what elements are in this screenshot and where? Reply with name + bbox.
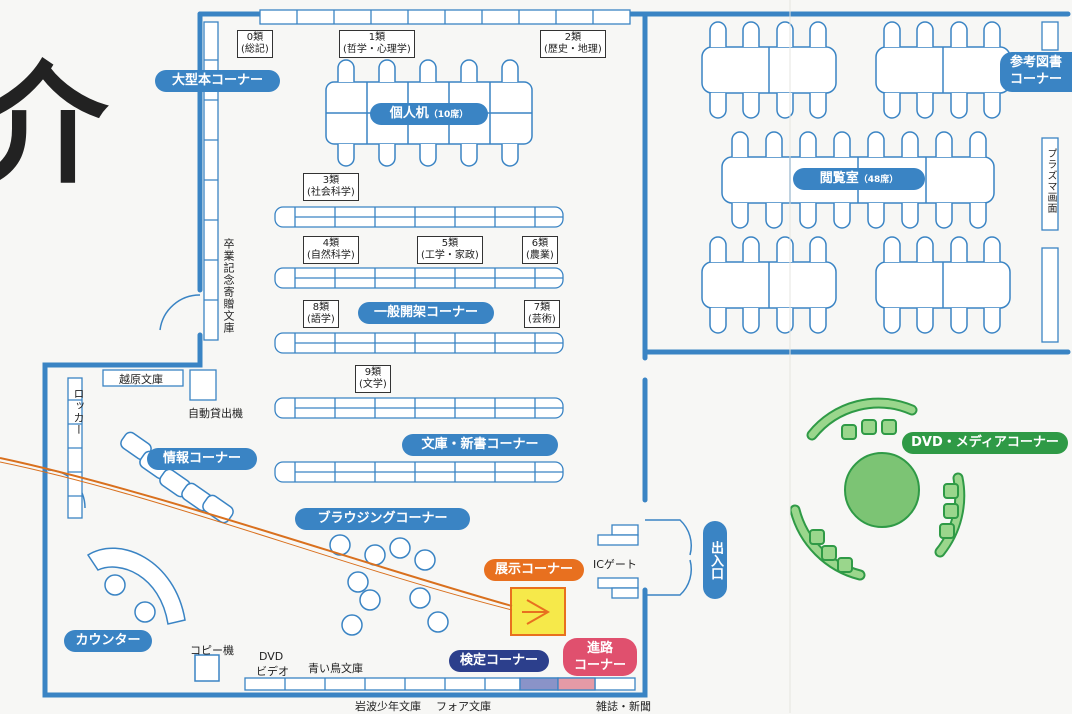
walls	[42, 11, 1071, 698]
desk-corner-label: 個人机（10席）	[370, 103, 488, 125]
class-4-tag: 4類(自然科学)	[303, 236, 359, 264]
info-corner-label: 情報コーナー	[147, 448, 257, 470]
dvd-media-corner-label: DVD・メディアコーナー	[902, 432, 1068, 454]
ic-gate	[597, 524, 639, 599]
class-7-tag: 7類(芸術)	[524, 300, 560, 328]
auto-lending-label: 自動貸出機	[188, 407, 243, 420]
reference-line-2: コーナー	[1010, 72, 1063, 87]
video-label: ビデオ	[256, 665, 289, 678]
general-corner-label: 一般開架コーナー	[358, 302, 494, 324]
class-3-num: 3類	[322, 175, 340, 186]
search-corner-label: 検定コーナー	[449, 650, 549, 672]
right-shelves	[1041, 21, 1059, 343]
browsing-tables	[329, 534, 449, 636]
class-0-tag: 0類(総記)	[237, 30, 273, 58]
counter-desk	[86, 547, 220, 682]
left-room-furniture	[67, 369, 217, 519]
class-2-tag: 2類(歴史・地理)	[540, 30, 606, 58]
class-8-name: (語学)	[307, 314, 335, 325]
info-desks	[120, 431, 234, 524]
class-3-tag: 3類(社会科学)	[303, 173, 359, 201]
entrance-label: 出入口	[703, 521, 727, 599]
career-corner-label: 進路 コーナー	[563, 638, 637, 676]
top-shelf	[259, 9, 631, 25]
arrow-line	[0, 457, 513, 607]
class-7-name: (芸術)	[528, 314, 556, 325]
class-1-tag: 1類(哲学・心理学)	[339, 30, 415, 58]
arrow-line-2	[0, 461, 513, 611]
class-6-num: 6類	[531, 238, 549, 249]
plasma-screen-label: プラズマ画面	[1045, 148, 1056, 214]
fore-label: フォア文庫	[436, 700, 491, 713]
bunko-corner-label: 文庫・新書コーナー	[402, 434, 558, 456]
graduation-donation-label: 卒業記念寄贈文庫	[222, 238, 235, 334]
class-2-name: (歴史・地理)	[544, 44, 602, 55]
reference-corner-label: 参考図書 コーナー	[1000, 52, 1072, 92]
desk-corner-text: 個人机	[389, 106, 429, 121]
iwanami-label: 岩波少年文庫	[355, 700, 421, 713]
media-corner	[789, 397, 966, 581]
class-7-num: 7類	[533, 302, 551, 313]
exhibit-box	[510, 587, 566, 636]
heading-fragment: 介	[0, 48, 109, 201]
copier-label: コピー機	[190, 644, 234, 657]
aoitori-label: 青い鳥文庫	[308, 662, 363, 675]
class-9-num: 9類	[364, 367, 382, 378]
desk-seats: （10席）	[428, 110, 469, 120]
locker-label: ロッカー	[72, 388, 85, 436]
class-1-name: (哲学・心理学)	[343, 44, 411, 55]
class-6-tag: 6類(農業)	[522, 236, 558, 264]
exhibit-corner-label: 展示コーナー	[484, 559, 584, 581]
class-2-num: 2類	[564, 32, 582, 43]
oversize-corner-label: 大型本コーナー	[155, 70, 280, 92]
browsing-corner-label: ブラウジングコーナー	[295, 508, 470, 530]
class-1-num: 1類	[368, 32, 386, 43]
career-line-2: コーナー	[573, 658, 626, 673]
reading-room-seats: （48席）	[858, 175, 899, 185]
bottom-shelf	[244, 677, 636, 691]
career-line-1: 進路	[586, 641, 613, 656]
dvd-label: DVD	[259, 650, 284, 663]
class-9-tag: 9類(文学)	[355, 365, 391, 393]
class-0-num: 0類	[246, 32, 264, 43]
class-6-name: (農業)	[526, 250, 554, 261]
class-3-name: (社会科学)	[307, 187, 355, 198]
class-0-name: (総記)	[241, 44, 269, 55]
class-8-num: 8類	[312, 302, 330, 313]
class-5-num: 5類	[441, 238, 459, 249]
oversize-shelf	[203, 21, 219, 341]
reading-room-label: 閲覧室（48席）	[793, 168, 925, 190]
counter-label: カウンター	[64, 630, 152, 652]
class-5-name: (工学・家政)	[421, 250, 479, 261]
ic-gate-label: ICゲート	[593, 558, 637, 571]
magazine-label: 雑誌・新聞	[596, 700, 651, 713]
koshihara-label: 越原文庫	[119, 373, 163, 386]
class-9-name: (文学)	[359, 379, 387, 390]
class-4-name: (自然科学)	[307, 250, 355, 261]
shelf-rows	[274, 206, 564, 483]
class-5-tag: 5類(工学・家政)	[417, 236, 483, 264]
reading-room-text: 閲覧室	[819, 171, 859, 186]
doors	[47, 294, 693, 596]
class-4-num: 4類	[322, 238, 340, 249]
reference-line-1: 参考図書	[1010, 55, 1063, 70]
class-8-tag: 8類(語学)	[303, 300, 339, 328]
